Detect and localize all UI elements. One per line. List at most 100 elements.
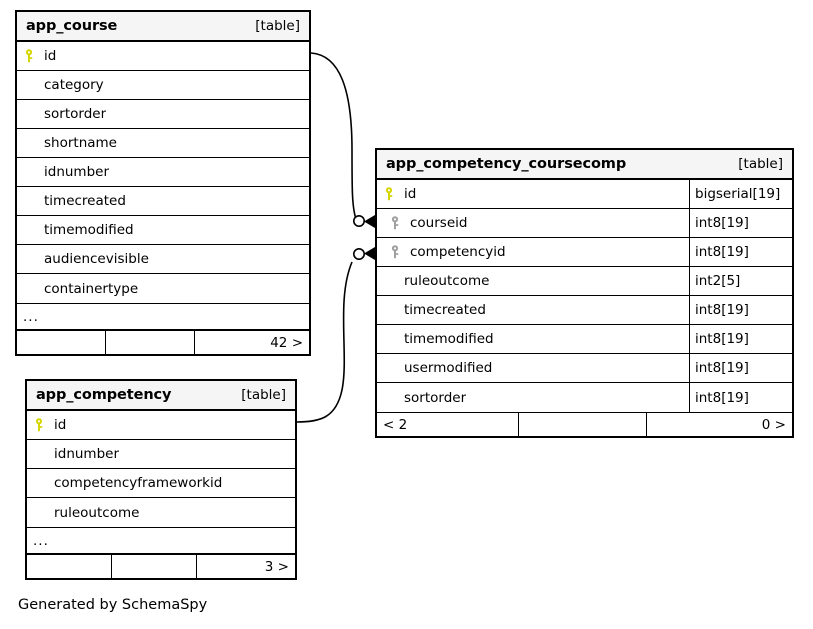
table-row[interactable]: id bigserial[19] <box>377 180 792 209</box>
crowsfoot-arrowhead <box>364 247 375 260</box>
column-name: timemodified <box>44 222 134 238</box>
table-row[interactable]: timecreated int8[19] <box>377 296 792 325</box>
generated-by-caption: Generated by SchemaSpy <box>18 597 208 613</box>
column-name: timecreated <box>404 302 486 318</box>
primary-key-icon <box>25 49 33 63</box>
relationship-course-to-coursecomp <box>310 52 375 228</box>
entity-header: app_competency_coursecomp [table] <box>377 150 792 180</box>
column-name-cell: ruleoutcome <box>27 498 295 527</box>
column-name: timemodified <box>404 331 494 347</box>
foreign-key-icon <box>391 245 399 259</box>
column-type: int8[19] <box>689 296 792 324</box>
entity-header: app_competency [table] <box>27 381 295 411</box>
table-row[interactable]: courseid int8[19] <box>377 209 792 238</box>
footer-cell-center[interactable] <box>112 555 197 578</box>
column-type: int8[19] <box>689 383 792 412</box>
footer-cell-right[interactable]: 42 > <box>270 334 303 351</box>
table-row[interactable]: competencyid int8[19] <box>377 238 792 267</box>
column-name: id <box>404 186 417 202</box>
column-name-cell: sortorder <box>377 383 689 412</box>
column-type: int8[19] <box>689 325 792 353</box>
table-row[interactable]: id <box>17 42 309 71</box>
table-row[interactable]: timemodified int8[19] <box>377 325 792 354</box>
column-name: shortname <box>44 135 117 151</box>
entity-table-app-course[interactable]: app_course [table] id category <box>15 10 311 356</box>
table-row[interactable]: sortorder int8[19] <box>377 383 792 412</box>
column-name: competencyid <box>410 244 506 260</box>
footer-cell-right[interactable]: 3 > <box>264 558 289 575</box>
column-list: id idnumber competencyframeworkid ruleou… <box>27 411 295 527</box>
column-name-cell: competencyframeworkid <box>27 469 295 497</box>
entity-header: app_course [table] <box>17 12 309 42</box>
entity-footer: < 2 0 > <box>377 412 792 436</box>
table-row[interactable]: idnumber <box>17 158 309 187</box>
more-columns-indicator[interactable]: ... <box>17 303 309 330</box>
entity-title: app_competency_coursecomp <box>386 156 627 172</box>
entity-title: app_competency <box>36 387 172 403</box>
column-name: id <box>54 417 67 433</box>
table-row[interactable]: timecreated <box>17 187 309 216</box>
column-name: competencyframeworkid <box>54 475 223 491</box>
column-name-cell: usermodified <box>377 354 689 382</box>
crowsfoot-zero-circle <box>352 248 365 261</box>
column-name: usermodified <box>404 360 493 376</box>
column-name-cell: timemodified <box>17 216 309 244</box>
entity-type-tag: [table] <box>255 18 300 34</box>
column-name: id <box>44 48 57 64</box>
column-name: idnumber <box>54 446 120 462</box>
table-row[interactable]: audiencevisible <box>17 245 309 274</box>
more-columns-indicator[interactable]: ... <box>27 527 295 554</box>
column-list: id category sortorder shortname <box>17 42 309 303</box>
column-name-cell: shortname <box>17 129 309 157</box>
column-name-cell: idnumber <box>27 440 295 468</box>
column-name: sortorder <box>44 106 107 122</box>
column-name-cell: sortorder <box>17 100 309 128</box>
column-name: ruleoutcome <box>54 504 140 521</box>
column-name-cell: audiencevisible <box>17 245 309 273</box>
footer-cell-left[interactable] <box>17 331 106 354</box>
column-name-cell: timecreated <box>17 187 309 215</box>
table-row[interactable]: ruleoutcome <box>27 498 295 527</box>
column-name-cell: id <box>17 42 309 70</box>
column-name: courseid <box>410 215 468 231</box>
crowsfoot-arrowhead <box>364 215 375 228</box>
column-name-cell: competencyid <box>377 238 689 266</box>
column-name: containertype <box>44 280 139 297</box>
column-name-cell: idnumber <box>17 158 309 186</box>
column-type: int2[5] <box>689 267 792 295</box>
column-name: idnumber <box>44 164 110 180</box>
table-row[interactable]: timemodified <box>17 216 309 245</box>
table-row[interactable]: shortname <box>17 129 309 158</box>
table-row[interactable]: usermodified int8[19] <box>377 354 792 383</box>
table-row[interactable]: id <box>27 411 295 440</box>
column-name-cell: containertype <box>17 274 309 303</box>
footer-cell-right[interactable]: 0 > <box>761 416 786 433</box>
footer-cell-center[interactable] <box>519 413 647 436</box>
foreign-key-icon <box>391 216 399 230</box>
column-name-cell: ruleoutcome <box>377 267 689 295</box>
column-name: category <box>44 77 104 93</box>
footer-cell-center[interactable] <box>106 331 195 354</box>
primary-key-icon <box>385 187 393 201</box>
column-name: audiencevisible <box>44 251 149 267</box>
entity-table-app-competency[interactable]: app_competency [table] id idnumber <box>25 379 297 580</box>
table-row[interactable]: sortorder <box>17 100 309 129</box>
primary-key-icon <box>35 418 43 432</box>
table-row[interactable]: idnumber <box>27 440 295 469</box>
column-name-cell: timemodified <box>377 325 689 353</box>
column-name: timecreated <box>44 193 126 209</box>
entity-type-tag: [table] <box>738 156 783 172</box>
column-type: int8[19] <box>689 209 792 237</box>
entity-table-app-competency-coursecomp[interactable]: app_competency_coursecomp [table] id big… <box>375 148 794 438</box>
column-name-cell: id <box>27 411 295 439</box>
footer-cell-left[interactable] <box>27 555 112 578</box>
table-row[interactable]: category <box>17 71 309 100</box>
column-type: bigserial[19] <box>689 180 792 208</box>
column-name: ruleoutcome <box>404 273 490 289</box>
entity-type-tag: [table] <box>241 387 286 403</box>
table-row[interactable]: ruleoutcome int2[5] <box>377 267 792 296</box>
table-row[interactable]: containertype <box>17 274 309 303</box>
table-row[interactable]: competencyframeworkid <box>27 469 295 498</box>
footer-cell-left[interactable]: < 2 <box>377 413 519 436</box>
